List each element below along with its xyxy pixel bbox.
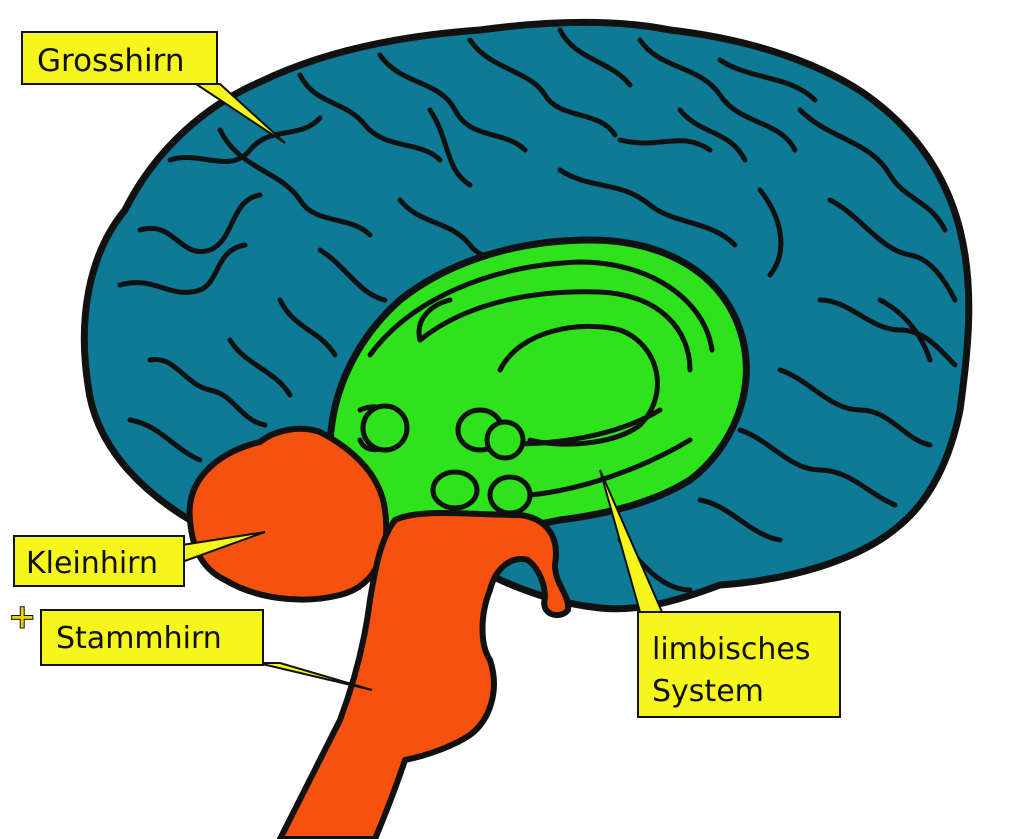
callout-grosshirn: Grosshirn: [21, 31, 286, 144]
label-kleinhirn: Kleinhirn: [26, 546, 158, 581]
label-limbisch-line1: limbisches: [652, 632, 811, 667]
label-stammhirn: Stammhirn: [56, 621, 222, 656]
callout-stammhirn-box: [40, 609, 264, 666]
label-limbisch-line2: System: [652, 674, 764, 709]
cerebrum-gyri: [117, 27, 958, 593]
callout-limbisch-box: [637, 611, 841, 718]
callout-limbisches-system: limbisches System: [599, 469, 841, 718]
brainstem-shape: [277, 510, 572, 839]
callout-kleinhirn: Kleinhirn: [13, 531, 266, 587]
cerebellum-shape: [186, 425, 390, 603]
callout-stammhirn: Stammhirn: [40, 609, 373, 691]
label-grosshirn: Grosshirn: [37, 43, 184, 79]
plus-sign: +: [8, 597, 37, 637]
callout-kleinhirn-box: [13, 535, 185, 587]
callout-grosshirn-box: [21, 31, 218, 85]
callout-stammhirn-pointer: [257, 662, 373, 691]
